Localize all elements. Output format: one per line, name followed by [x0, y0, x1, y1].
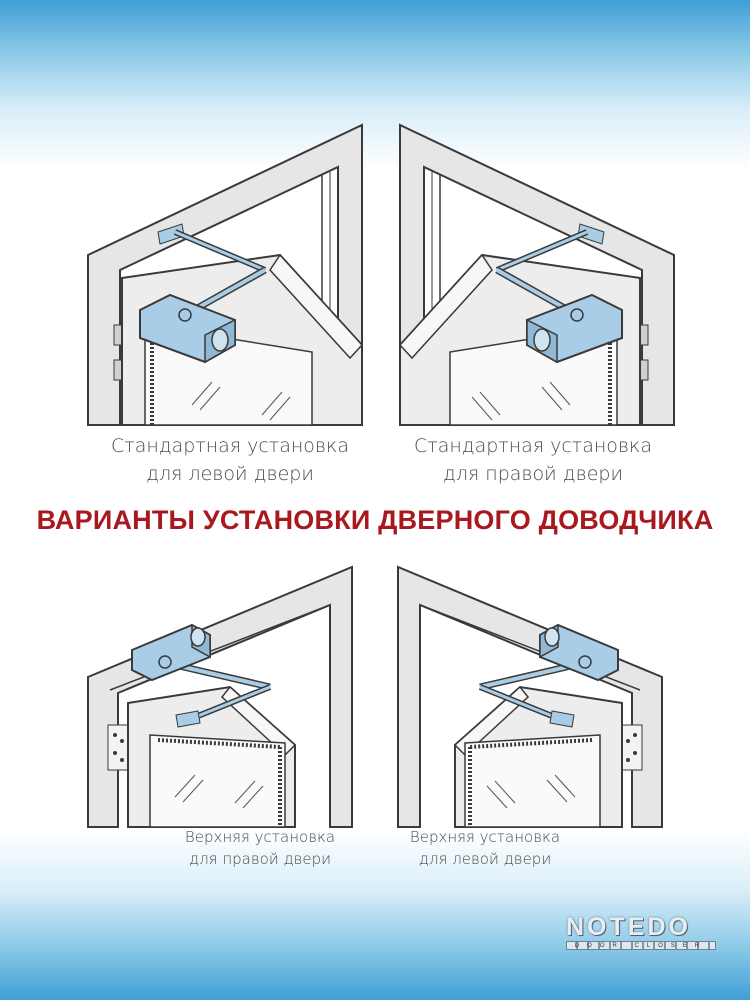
caption-standard-left: Стандартная установка для левой двери [80, 432, 380, 488]
caption-line-2: для левой двери [418, 850, 552, 868]
caption-top-right-door: Верхняя установка для правой двери [160, 826, 360, 870]
caption-line-2: для левой двери [146, 463, 314, 485]
illustration-top-right-door [87, 565, 353, 828]
panel-top-right-door [80, 565, 365, 830]
caption-standard-right: Стандартная установка для правой двери [378, 432, 688, 488]
caption-line-2: для правой двери [188, 850, 332, 868]
caption-top-left-door: Верхняя установка для левой двери [385, 826, 585, 870]
caption-line-1: Верхняя установка [184, 828, 336, 846]
panel-top-left-door [385, 565, 670, 830]
page-title: ВАРИАНТЫ УСТАНОВКИ ДВЕРНОГО ДОВОДЧИКА [36, 505, 714, 535]
caption-line-2: для правой двери [443, 463, 623, 485]
caption-line-1: Стандартная установка [111, 435, 349, 457]
panel-standard-right [382, 120, 682, 430]
panel-standard-left [80, 120, 380, 430]
illustration-standard-right [398, 123, 675, 426]
caption-line-1: Стандартная установка [414, 435, 652, 457]
illustration-top-left-door [397, 565, 663, 828]
brand-name: NOTEDO [566, 913, 691, 941]
illustration-standard-left [87, 123, 364, 426]
caption-line-1: Верхняя установка [409, 828, 561, 846]
brand-logo: NOTEDO DOOR CLOSER [566, 914, 716, 954]
brand-tagline: DOOR CLOSER [566, 941, 716, 950]
